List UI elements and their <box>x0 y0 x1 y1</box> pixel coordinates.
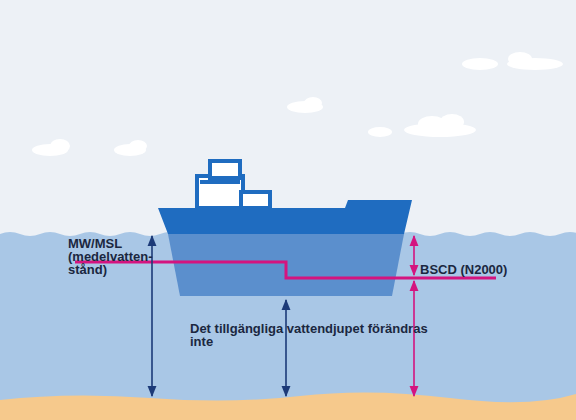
datum-label: BSCD (N2000) <box>420 263 530 276</box>
depth-arrow <box>413 281 415 396</box>
offset-arrow <box>413 236 415 275</box>
clouds <box>32 52 563 156</box>
depth-arrow <box>151 236 153 396</box>
datum-label: MW/MSL (medelvatten- stånd) <box>68 237 150 276</box>
note-label: Det tillgängliga vattendjupet förändras … <box>190 322 430 348</box>
seabed <box>0 392 576 420</box>
water <box>0 232 576 420</box>
depth-arrow <box>285 300 287 396</box>
